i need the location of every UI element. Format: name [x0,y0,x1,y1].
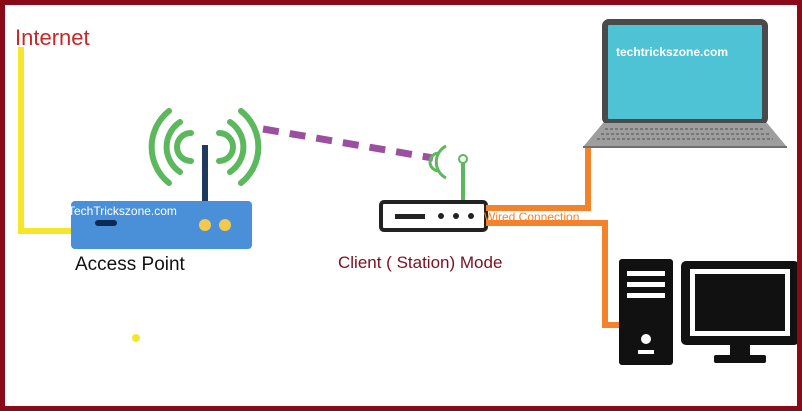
laptop-icon [583,19,787,148]
desktop-tower-icon [619,259,673,365]
wireless-link [262,125,434,162]
access-point-icon [71,145,252,249]
yellow-dot [132,334,140,342]
wired-connection-label: Wired Connection [484,210,580,224]
client-mode-label: Client ( Station) Mode [338,253,503,272]
diagram-canvas [18,19,797,365]
internet-label: Internet [15,25,90,50]
wifi-waves-icon [148,108,262,186]
access-point-brand-label: TechTrickszone.com [68,204,177,218]
client-router-icon [379,144,488,232]
access-point-label: Access Point [75,254,185,275]
wired-cable [486,148,623,328]
laptop-brand-label: techtrickszone.com [616,45,729,59]
monitor-icon [681,261,797,363]
internet-cable [18,47,75,234]
